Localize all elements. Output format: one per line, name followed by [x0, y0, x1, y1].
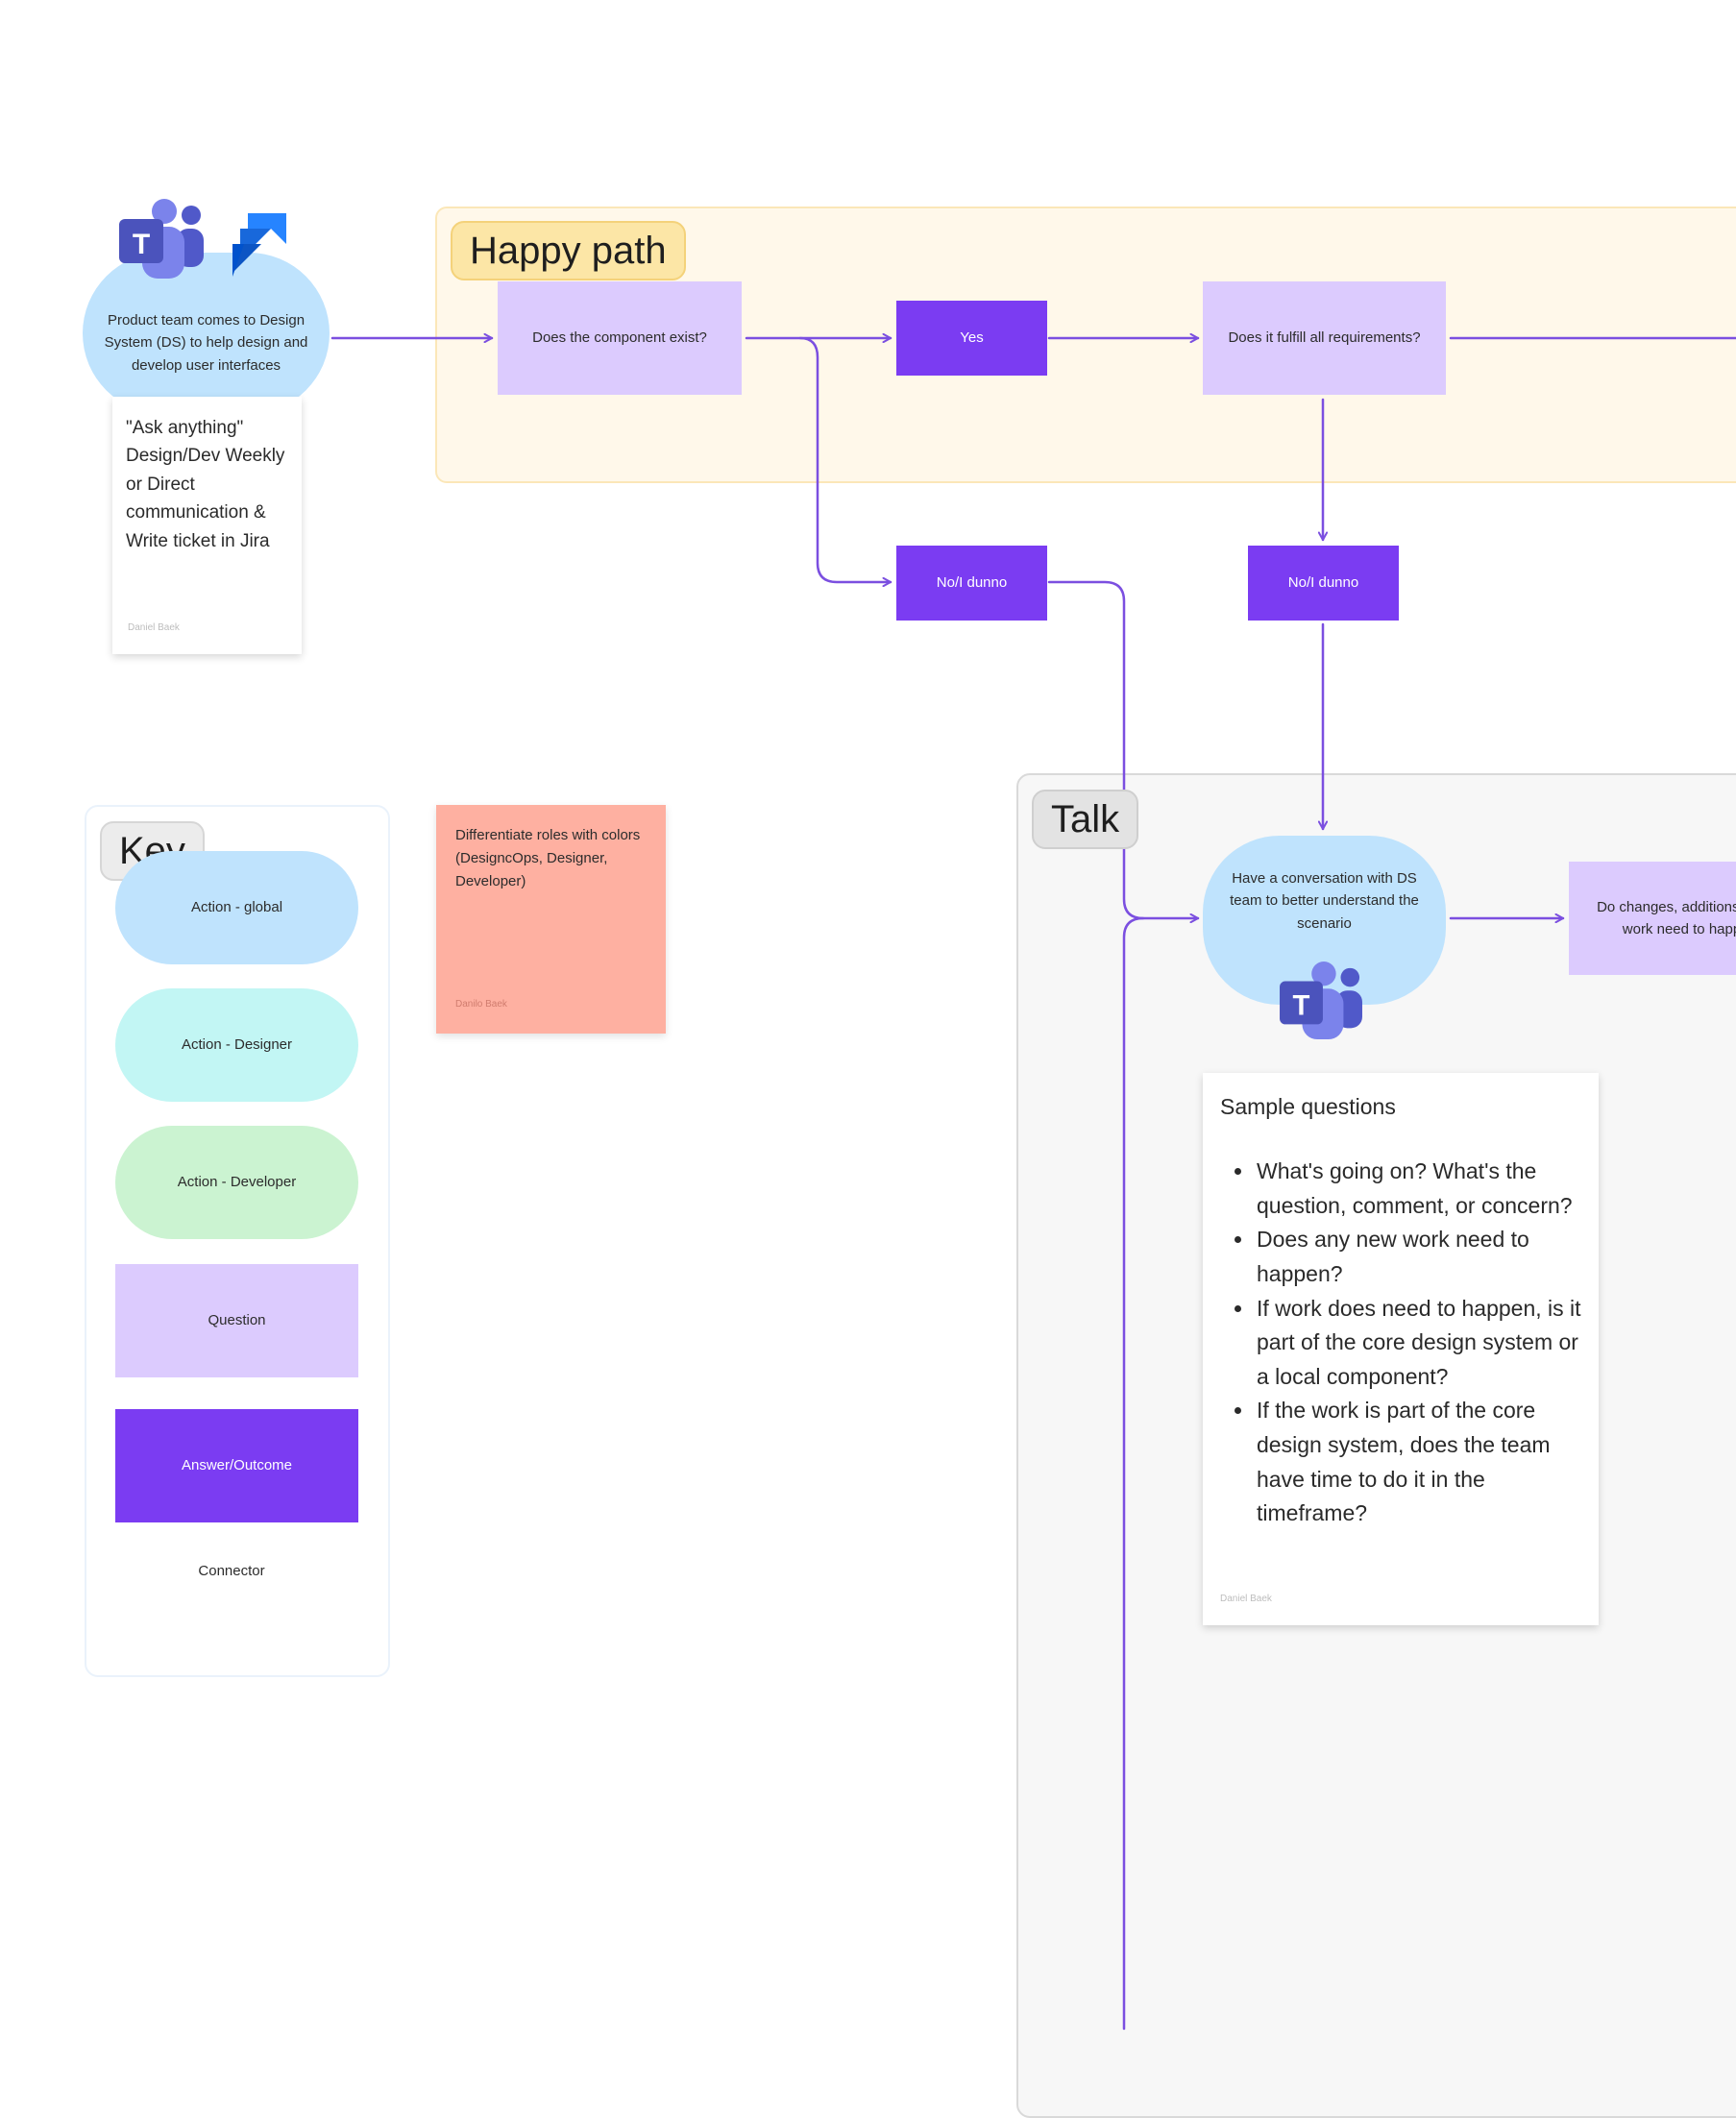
ask-anything-note[interactable]: "Ask anything" Design/Dev Weekly or Dire…	[112, 397, 302, 654]
answer-no-dunno-2-text: No/I dunno	[1287, 574, 1359, 592]
teams-icon: T	[117, 198, 206, 280]
answer-yes[interactable]: Yes	[896, 301, 1047, 376]
sample-question-item: Does any new work need to happen?	[1255, 1223, 1581, 1291]
question-component-exist-text: Does the component exist?	[532, 329, 707, 347]
connector-question-to-no	[798, 336, 892, 582]
sample-question-item: If work does need to happen, is it part …	[1255, 1292, 1581, 1395]
key-question: Question	[115, 1264, 358, 1377]
ask-anything-author: Daniel Baek	[128, 621, 180, 633]
key-connector-label: Connector	[198, 1563, 265, 1579]
sample-questions-title: Sample questions	[1220, 1094, 1396, 1119]
sticky-roles-author: Danilo Baek	[455, 999, 507, 1010]
ask-anything-text: "Ask anything" Design/Dev Weekly or Dire…	[126, 418, 285, 551]
sticky-roles-text: Differentiate roles with colors (Designc…	[455, 827, 641, 889]
sample-question-item: What's going on? What's the question, co…	[1255, 1155, 1581, 1223]
key-action-global-text: Action - global	[190, 899, 283, 916]
answer-yes-text: Yes	[960, 329, 984, 347]
question-do-changes[interactable]: Do changes, additions, or new work need …	[1569, 862, 1736, 975]
answer-no-dunno-1[interactable]: No/I dunno	[896, 546, 1047, 621]
answer-no-dunno-1-text: No/I dunno	[936, 574, 1008, 592]
start-node-text: Product team comes to Design System (DS)…	[104, 312, 308, 374]
connector-loop-vertical	[1122, 916, 1145, 2031]
action-conversation-text: Have a conversation with DS team to bett…	[1230, 870, 1419, 932]
question-do-changes-text: Do changes, additions, or new work need …	[1597, 898, 1736, 937]
start-node[interactable]: Product team comes to Design System (DS)…	[83, 253, 330, 414]
key-action-designer: Action - Designer	[115, 988, 358, 1102]
talk-label: Talk	[1032, 790, 1139, 849]
sample-questions-note[interactable]: Sample questions What's going on? What's…	[1203, 1073, 1599, 1625]
sticky-note-roles[interactable]: Differentiate roles with colors (Designc…	[436, 805, 666, 1034]
key-action-designer-text: Action - Designer	[181, 1036, 293, 1054]
sample-questions-list: What's going on? What's the question, co…	[1220, 1155, 1581, 1531]
answer-no-dunno-2[interactable]: No/I dunno	[1248, 546, 1399, 621]
key-question-text: Question	[208, 1312, 266, 1329]
sample-questions-author: Daniel Baek	[1220, 1594, 1272, 1604]
connector-no1-to-conversation	[1047, 580, 1200, 918]
svg-text:T: T	[1293, 990, 1310, 1022]
question-component-exist[interactable]: Does the component exist?	[498, 281, 742, 395]
question-fulfill-requirements[interactable]: Does it fulfill all requirements?	[1203, 281, 1446, 395]
key-action-global: Action - global	[115, 851, 358, 964]
question-fulfill-text: Does it fulfill all requirements?	[1228, 329, 1421, 347]
key-answer-text: Answer/Outcome	[181, 1457, 293, 1474]
svg-text:T: T	[133, 229, 150, 260]
key-action-developer: Action - Developer	[115, 1126, 358, 1239]
jira-icon	[219, 209, 290, 280]
sample-question-item: If the work is part of the core design s…	[1255, 1394, 1581, 1531]
key-action-developer-text: Action - Developer	[177, 1174, 297, 1191]
key-answer-outcome: Answer/Outcome	[115, 1409, 358, 1522]
happy-path-label: Happy path	[451, 221, 686, 280]
connector-layer	[119, 0, 1736, 2031]
teams-icon: T	[1278, 961, 1364, 1041]
